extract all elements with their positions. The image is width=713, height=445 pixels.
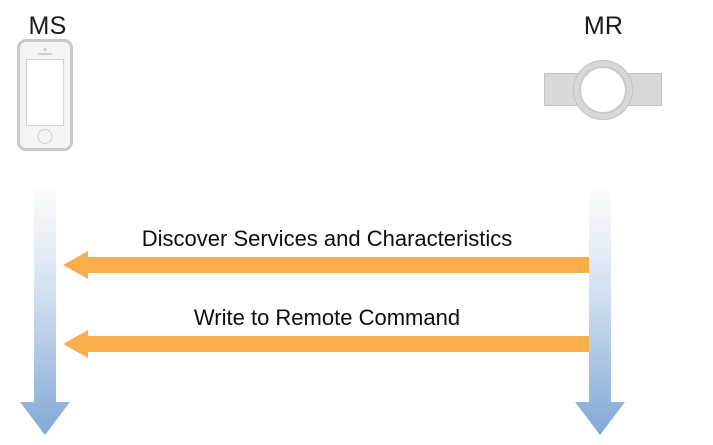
smartphone-screen (26, 59, 64, 126)
lifeline-mr-down-arrow-icon (574, 188, 626, 436)
smartphone-body (17, 39, 73, 151)
smartphone-speaker-icon (37, 53, 53, 55)
smartwatch-icon (544, 60, 662, 120)
participant-label-mr: MR (583, 12, 624, 40)
smartwatch-case (573, 60, 633, 120)
smartphone-camera-icon (43, 48, 47, 51)
smartphone-home-button-icon (37, 129, 53, 144)
lifeline-ms-down-arrow-icon (19, 188, 71, 436)
message-arrow-1-left-arrow-icon (60, 248, 590, 282)
message-arrow-2-left-arrow-icon (60, 327, 590, 361)
participant-label-ms: MS (28, 12, 67, 40)
message-label-2: Write to Remote Command (193, 305, 461, 330)
smartphone-icon (17, 39, 73, 151)
smartwatch-face (579, 66, 627, 114)
message-label-1: Discover Services and Characteristics (141, 226, 513, 251)
